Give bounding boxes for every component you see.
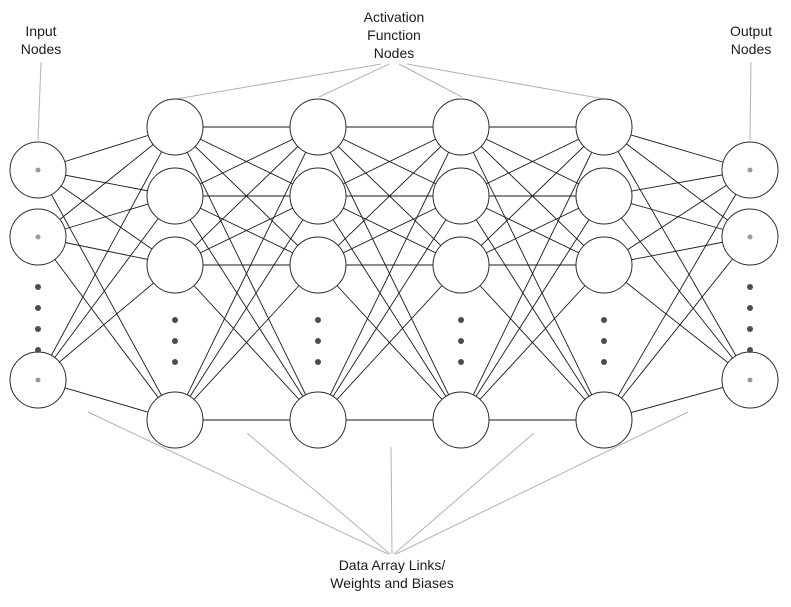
network-nodes [9, 98, 779, 449]
weight-link-line [603, 126, 751, 238]
annotation-pointer-line [246, 432, 391, 555]
weight-link-line [460, 264, 605, 421]
weight-link-line [37, 236, 176, 421]
hidden-layer-4-node [575, 391, 633, 449]
ellipsis-dot [35, 347, 41, 353]
ellipsis-dot [601, 317, 607, 323]
hidden-layer-3-node [432, 167, 490, 225]
node-center-dot [35, 234, 41, 240]
hidden-layer-3-node [432, 98, 490, 156]
ellipsis-dot [35, 305, 41, 311]
weight-link-line [460, 126, 605, 266]
node-center-dot [35, 377, 41, 383]
weight-links [37, 126, 751, 421]
ellipsis-dot [172, 317, 178, 323]
weight-link-line [603, 126, 751, 381]
ellipsis-dot [458, 359, 464, 365]
activation-function-nodes-label: Activation Function Nodes [363, 9, 425, 62]
ellipsis-dot [747, 284, 753, 290]
output-nodes-label: Output Nodes [729, 23, 773, 58]
annotation-pointer-line [395, 411, 689, 555]
hidden-layer-1-node [146, 167, 204, 225]
ellipsis-dot [458, 317, 464, 323]
hidden-layer-3-node [432, 236, 490, 294]
hidden-layer-1-node [146, 236, 204, 294]
hidden-layer-4-node [575, 98, 633, 156]
weight-link-line [603, 264, 751, 381]
ellipsis-dot [601, 359, 607, 365]
weight-link-line [460, 195, 605, 421]
weight-link-line [174, 195, 319, 421]
ellipsis-dot [315, 359, 321, 365]
node-center-dot [747, 234, 753, 240]
ellipsis-dot [747, 305, 753, 311]
weight-link-line [174, 126, 319, 421]
node-center-dot [747, 377, 753, 383]
weight-link-line [37, 126, 176, 238]
weight-link-line [603, 236, 751, 421]
hidden-layer-3-node [432, 391, 490, 449]
weight-link-line [603, 169, 751, 421]
annotation-pointer-line [37, 61, 42, 141]
hidden-layer-2-node [289, 167, 347, 225]
annotation-pointer-line [390, 446, 393, 555]
ellipsis-dot [601, 338, 607, 344]
annotation-pointer-line [318, 63, 390, 98]
weight-link-line [460, 126, 605, 421]
weight-link-line [37, 126, 176, 381]
ellipsis-dot [458, 338, 464, 344]
annotation-pointer-line [87, 411, 389, 555]
weight-link-line [317, 126, 462, 421]
weight-link-line [317, 126, 462, 266]
annotation-pointer-line [398, 63, 463, 98]
weight-link-line [37, 169, 176, 421]
weight-link-line [603, 169, 751, 266]
data-array-links-label: Data Array Links/ Weights and Biases [330, 557, 454, 592]
weight-link-line [174, 126, 319, 266]
ellipsis-dot [747, 326, 753, 332]
weight-link-line [603, 195, 751, 381]
annotation-pointer-line [175, 63, 382, 100]
ellipsis-dot [35, 326, 41, 332]
node-center-dot [747, 167, 753, 173]
weight-link-line [317, 264, 462, 421]
ellipsis-dot [35, 284, 41, 290]
annotation-pointer-line [393, 432, 535, 555]
hidden-layer-4-node [575, 236, 633, 294]
input-nodes-label: Input Nodes [20, 23, 62, 58]
weight-link-line [317, 195, 462, 421]
node-center-dot [35, 167, 41, 173]
hidden-layer-1-node [146, 98, 204, 156]
weight-link-line [37, 195, 176, 381]
annotation-lines [37, 61, 752, 555]
annotation-pointer-line [749, 61, 752, 141]
ellipsis-dot [315, 338, 321, 344]
ellipsis-dot [747, 347, 753, 353]
ellipsis-dot [172, 338, 178, 344]
weight-link-line [174, 264, 319, 421]
hidden-layer-2-node [289, 391, 347, 449]
ellipsis-dot [315, 317, 321, 323]
annotation-pointer-line [406, 63, 605, 100]
hidden-layer-2-node [289, 236, 347, 294]
ellipsis-dot [172, 359, 178, 365]
weight-link-line [37, 264, 176, 381]
hidden-layer-2-node [289, 98, 347, 156]
hidden-layer-1-node [146, 391, 204, 449]
hidden-layer-4-node [575, 167, 633, 225]
